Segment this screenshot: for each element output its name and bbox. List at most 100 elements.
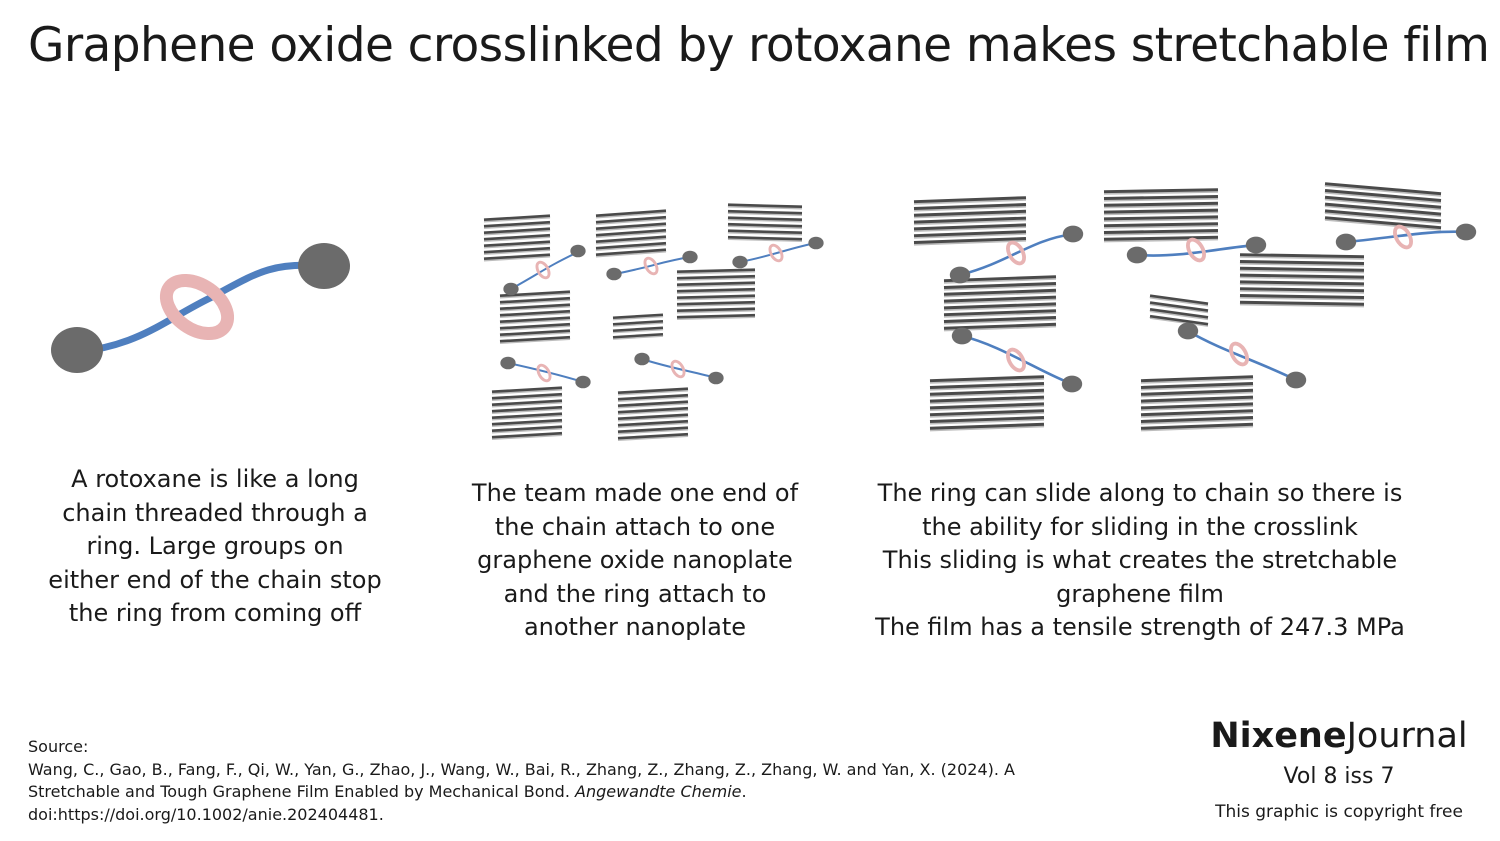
graphene-sheet-shade (1239, 276, 1365, 281)
graphene-sheet (1140, 422, 1254, 431)
graphene-sheet (727, 203, 803, 209)
graphene-sheet (929, 375, 1045, 383)
caption-line: and the ring attach to (503, 579, 767, 608)
graphene-sheet (1239, 300, 1365, 307)
graphene-sheet-shade (1140, 405, 1254, 411)
graphene-sheet-shade (1239, 262, 1365, 267)
graphene-sheet (491, 392, 563, 401)
graphene-sheet-shade (929, 391, 1045, 398)
graphene-sheet-shade (1103, 204, 1219, 209)
graphene-sheet (1140, 402, 1254, 410)
graphene-sheet (913, 216, 1027, 225)
graphene-sheet (499, 296, 571, 305)
graphene-sheet (617, 393, 689, 402)
graphene-sheet (913, 196, 1027, 204)
graphene-sheet-shade (676, 277, 756, 281)
graphene-sheet-shade (491, 389, 563, 395)
graphene-sheet (727, 216, 803, 222)
graphene-sheet (595, 241, 667, 251)
graphene-sheet-shade (1103, 211, 1219, 216)
graphene-sheet (943, 309, 1057, 317)
stopper-group (570, 244, 586, 258)
graphene-sheet (491, 412, 563, 420)
graphene-sheet-shade (483, 256, 551, 262)
chain (960, 334, 1074, 386)
stopper-group (1285, 371, 1307, 389)
graphene-sheet (929, 382, 1045, 390)
graphene-sheet-shade (491, 415, 563, 421)
graphene-sheet (1149, 314, 1209, 326)
graphene-sheet-shade (929, 378, 1045, 384)
graphene-sheet (1149, 301, 1209, 313)
stopper-group (1062, 225, 1084, 243)
journal-volume: Vol 8 iss 7 (1283, 764, 1395, 789)
stopper-group (1335, 233, 1357, 251)
graphene-sheet-shade (676, 284, 756, 288)
graphene-nanoplate (499, 290, 571, 344)
graphene-sheet (1140, 375, 1254, 383)
graphene-sheet-shade (595, 251, 667, 258)
stopper-group (708, 371, 724, 385)
graphene-sheet-shade (943, 318, 1057, 325)
graphene-sheet (676, 294, 756, 300)
graphene-sheet (1140, 409, 1254, 417)
graphene-sheet (491, 418, 563, 427)
stopper-group (808, 236, 824, 250)
chain (1186, 329, 1298, 382)
graphene-sheet-shade (1140, 418, 1254, 425)
graphene-sheet (1239, 273, 1365, 280)
graphene-sheet (499, 290, 571, 298)
rotaxane-crosslink (1335, 223, 1477, 251)
graphene-sheet (1103, 215, 1219, 221)
graphene-sheet (1324, 209, 1442, 223)
graphene-sheet-shade (676, 290, 756, 294)
graphene-sheet-shade (1149, 297, 1209, 307)
graphene-sheet-shade (929, 398, 1045, 405)
rotaxane-crosslink (500, 356, 591, 389)
graphene-sheet-shade (1149, 317, 1209, 327)
graphene-sheet-shade (913, 205, 1027, 212)
graphene-sheet-shade (1324, 205, 1442, 218)
caption-line: either end of the chain stop (48, 565, 382, 594)
graphene-sheet-shade (1103, 191, 1219, 195)
graphene-sheet-shade (1140, 425, 1254, 432)
graphene-sheet (943, 295, 1057, 304)
caption-line: This sliding is what creates the stretch… (882, 546, 1398, 574)
graphene-sheet-shade (943, 298, 1057, 305)
graphene-sheet-shade (913, 233, 1027, 239)
graphene-sheet (929, 416, 1045, 424)
stopper-group (1177, 322, 1199, 340)
graphene-sheet (676, 313, 756, 320)
graphene-sheet-shade (483, 236, 551, 242)
journal-logo: NixeneJournal (1209, 716, 1469, 756)
sliding-caption: The ring can slide along to chain so the… (850, 477, 1430, 645)
rotaxane-crosslink (951, 327, 1083, 393)
graphene-sheet (617, 413, 689, 421)
graphene-sheet-shade (943, 305, 1057, 311)
graphene-sheet-shade (595, 231, 667, 238)
graphene-sheet (1149, 308, 1209, 320)
caption-line: The film has a tensile strength of 247.3… (875, 613, 1405, 641)
graphene-nanoplate (676, 268, 756, 320)
stopper-group (682, 250, 698, 264)
graphene-sheet-shade (929, 425, 1045, 432)
attached-nanoplates-illustration (483, 203, 824, 441)
ring (1006, 347, 1026, 373)
graphene-sheet-shade (1239, 269, 1365, 274)
ring (1186, 237, 1206, 263)
stopper-group (1245, 236, 1267, 254)
ring (1393, 224, 1413, 250)
graphene-sheet (1140, 382, 1254, 390)
graphene-sheet (676, 281, 756, 287)
caption-line: The ring can slide along to chain so the… (877, 479, 1403, 507)
stopper-group (503, 282, 519, 296)
graphene-sheet-shade (617, 416, 689, 422)
graphene-sheet-shade (913, 239, 1027, 246)
caption-line: graphene oxide nanoplate (477, 546, 793, 574)
ring (768, 243, 784, 263)
graphene-sheet (1324, 189, 1442, 203)
graphene-sheet-shade (676, 303, 756, 307)
ring (535, 260, 551, 280)
graphene-sheet (1324, 216, 1442, 230)
rotaxane-crosslink (634, 352, 724, 385)
